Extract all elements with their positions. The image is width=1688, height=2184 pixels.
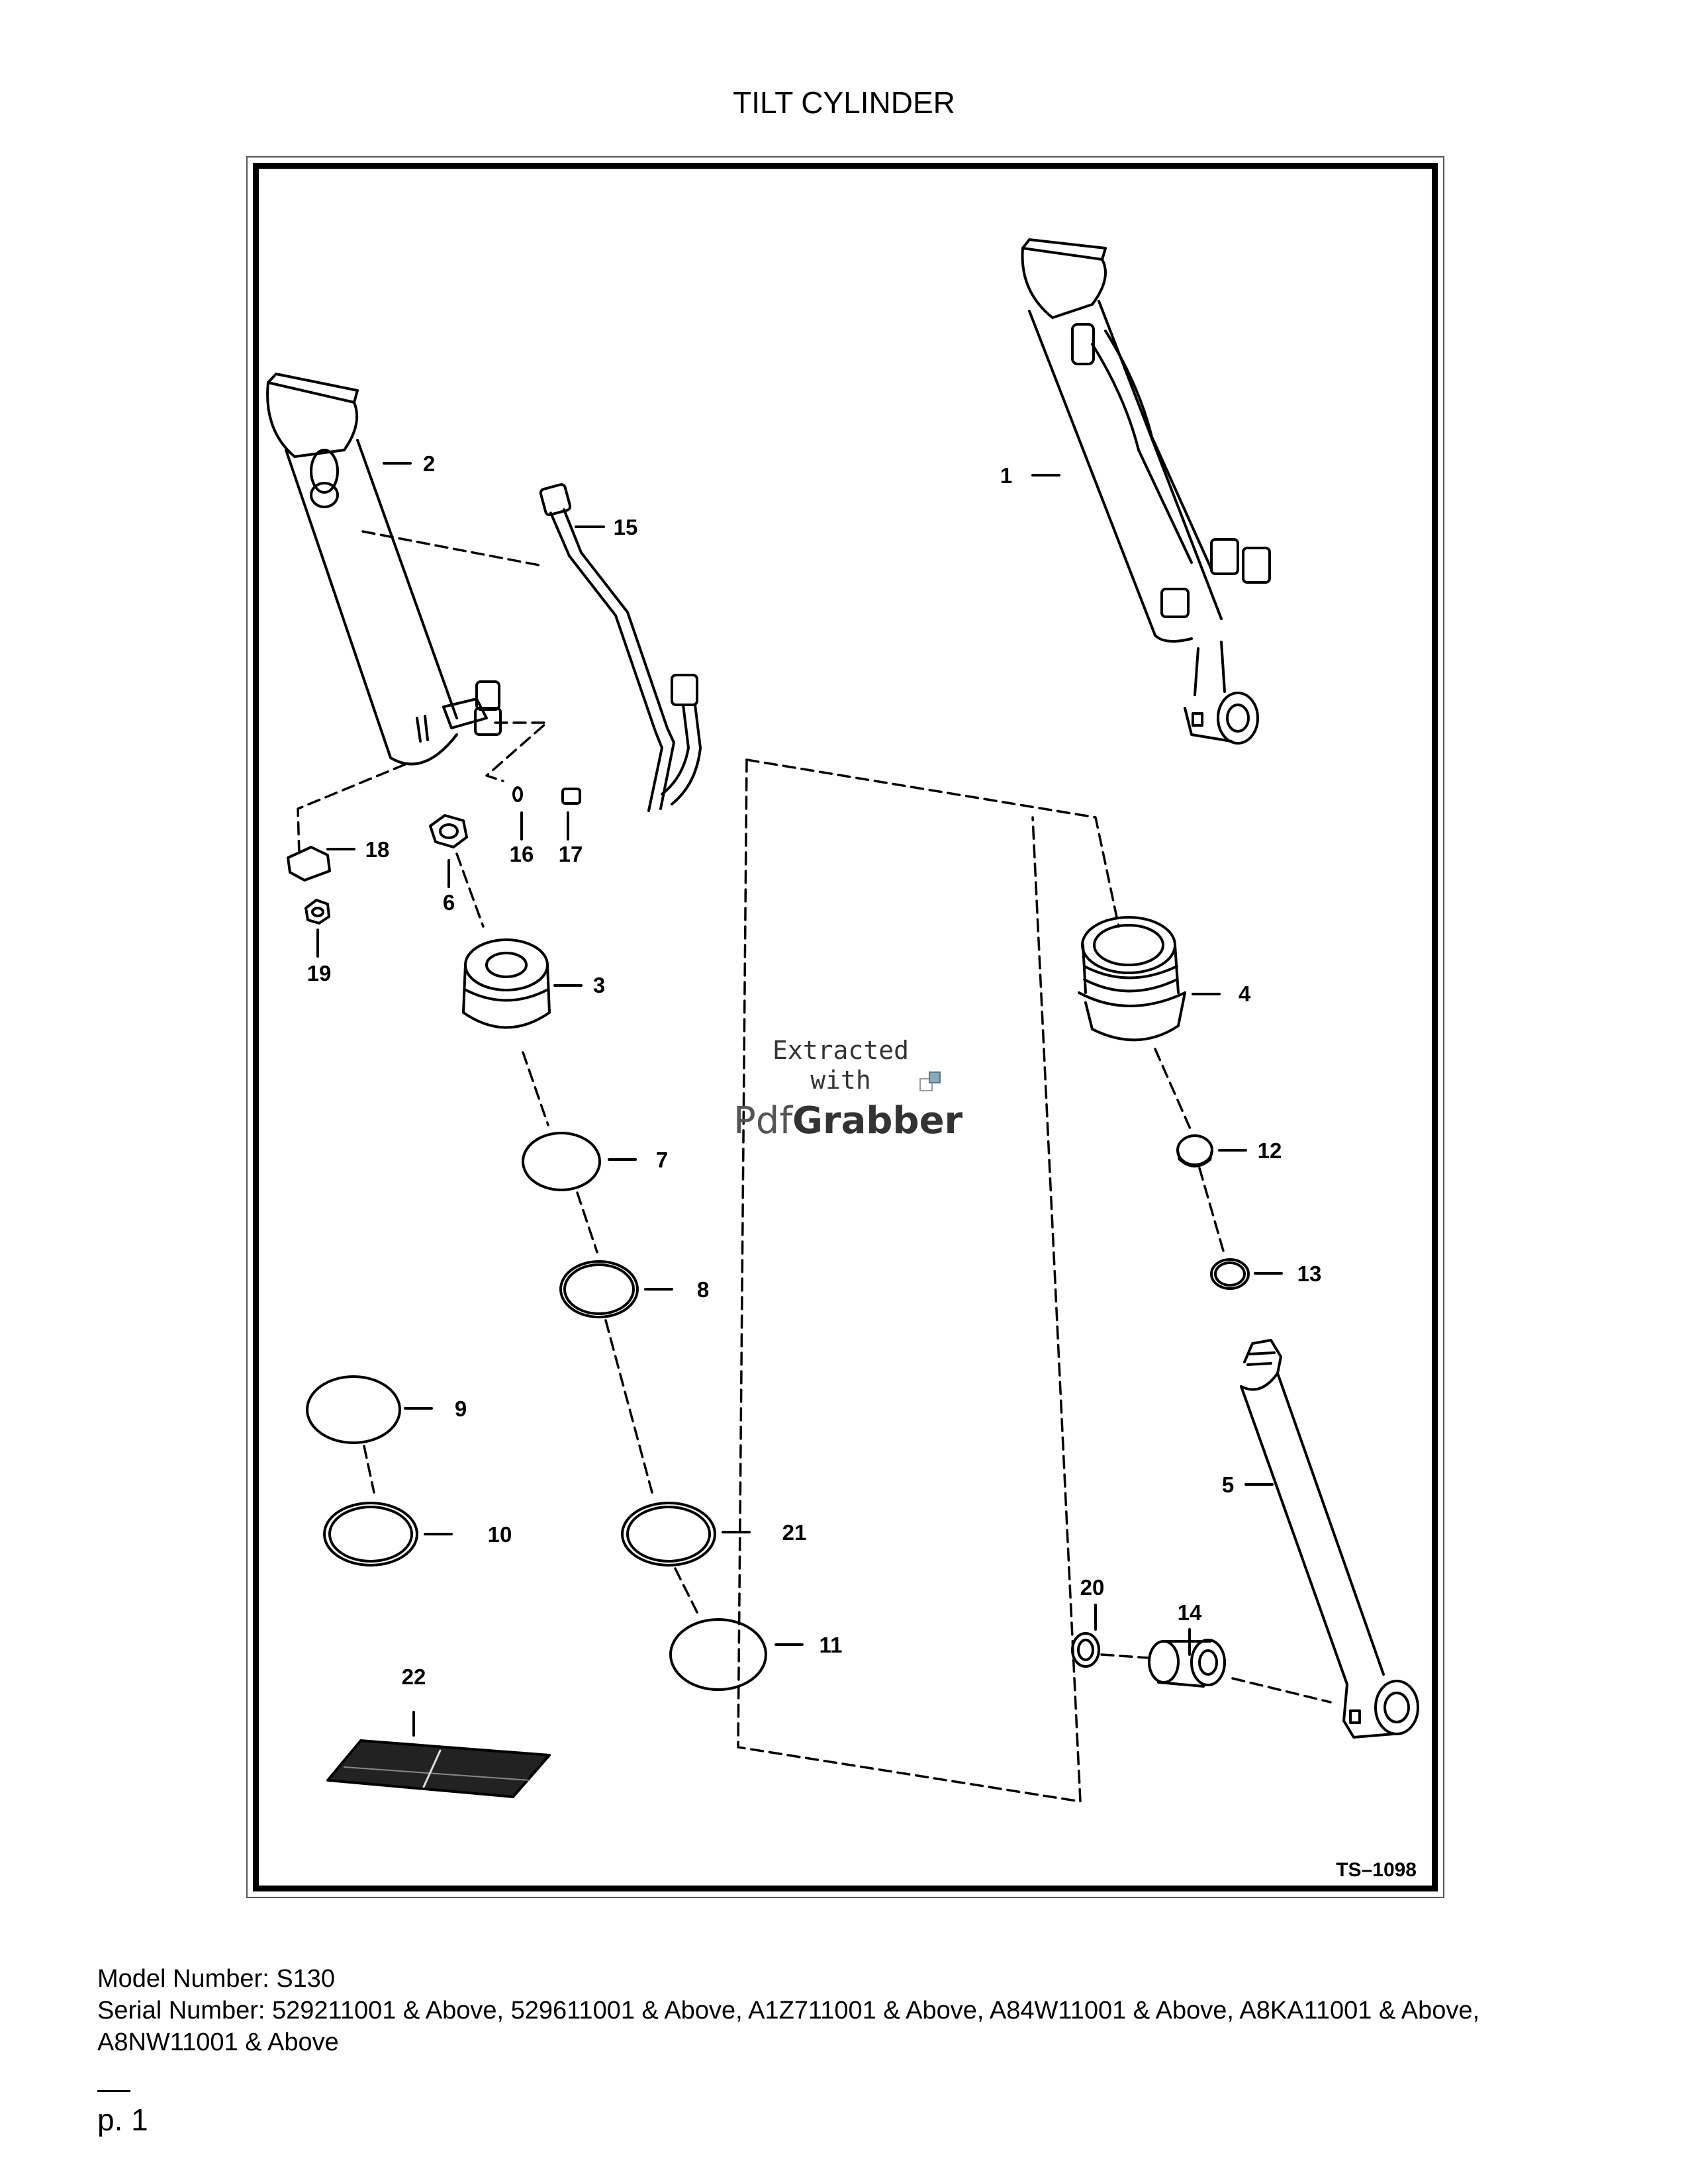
part-6-nut xyxy=(429,814,468,848)
part-16-o-ring xyxy=(512,786,523,802)
callout-20: 20 xyxy=(1080,1575,1105,1600)
watermark-line-1: Extracted xyxy=(773,1036,909,1065)
callout-6: 6 xyxy=(443,890,455,915)
part-9-o-ring xyxy=(306,1375,401,1444)
callout-22: 22 xyxy=(402,1664,426,1689)
watermark-brand-a: Pdf xyxy=(733,1099,793,1142)
part-22-seal-kit xyxy=(326,1739,551,1798)
part-18-fitting xyxy=(287,846,331,882)
svg-text:PdfGrabber: PdfGrabber xyxy=(733,1099,963,1142)
watermark-logo-icon xyxy=(919,1071,941,1091)
callout-13: 13 xyxy=(1297,1261,1322,1286)
part-2-cylinder-barrel xyxy=(266,373,502,766)
watermark-line-2: with xyxy=(810,1066,871,1095)
part-7-o-ring xyxy=(522,1132,601,1191)
callout-14: 14 xyxy=(1178,1600,1202,1625)
part-14-bushing xyxy=(1148,1639,1226,1688)
callout-17: 17 xyxy=(559,842,583,866)
model-number: Model Number: S130 xyxy=(97,1965,336,1993)
page-number: p. 1 xyxy=(97,2103,148,2137)
callout-15: 15 xyxy=(614,515,638,539)
figure-reference: TS–1098 xyxy=(1336,1859,1417,1881)
part-3-piston xyxy=(462,938,551,1029)
callout-12: 12 xyxy=(1258,1138,1282,1163)
watermark-brand-b: Grabber xyxy=(792,1099,963,1142)
pdfgrabber-watermark: Extracted with PdfGrabber xyxy=(733,1036,963,1142)
callout-21: 21 xyxy=(782,1520,807,1545)
serial-number: Serial Number: 529211001 & Above, 529611… xyxy=(97,1997,1480,2056)
callout-2: 2 xyxy=(423,451,435,476)
callout-4: 4 xyxy=(1239,981,1251,1006)
callout-18: 18 xyxy=(365,837,390,862)
part-13-seal xyxy=(1210,1258,1250,1290)
part-19-nut xyxy=(305,899,330,925)
part-1-assembled-cylinder xyxy=(1021,238,1271,745)
part-21-ring xyxy=(621,1502,716,1567)
part-5-rod xyxy=(1240,1339,1419,1739)
callout-8: 8 xyxy=(697,1277,709,1302)
diagram-frame-outer xyxy=(246,156,1444,1898)
page-separator xyxy=(97,2090,130,2092)
part-11-o-ring xyxy=(669,1618,767,1691)
part-4-head xyxy=(1078,916,1186,1042)
part-10-backup-ring xyxy=(323,1502,418,1567)
part-8-seal xyxy=(559,1260,639,1318)
part-15-tube xyxy=(539,483,702,812)
callout-19: 19 xyxy=(307,961,332,985)
part-17-fitting xyxy=(561,788,581,805)
callout-11: 11 xyxy=(820,1633,843,1657)
part-20-washer xyxy=(1071,1632,1100,1668)
callout-9: 9 xyxy=(455,1396,467,1421)
diagram-frame xyxy=(253,163,1438,1891)
part-12-wiper xyxy=(1176,1134,1213,1167)
page-title: TILT CYLINDER xyxy=(733,85,955,120)
callout-16: 16 xyxy=(510,842,534,866)
callout-10: 10 xyxy=(488,1522,512,1547)
callout-3: 3 xyxy=(593,973,605,997)
callout-7: 7 xyxy=(656,1148,668,1172)
callout-1: 1 xyxy=(1000,463,1012,488)
callout-5: 5 xyxy=(1222,1473,1234,1497)
